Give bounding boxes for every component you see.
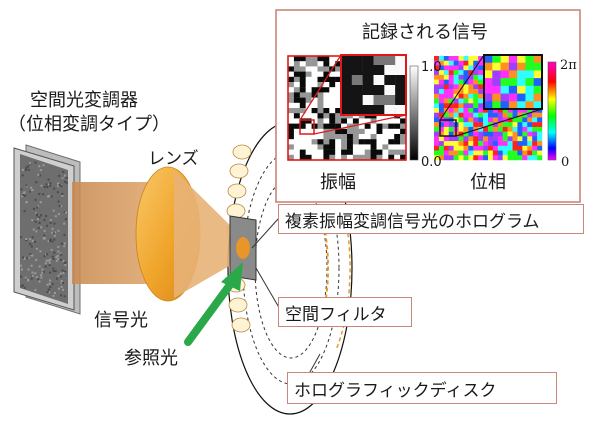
reference-beam-arrow bbox=[184, 262, 243, 346]
focused-beam bbox=[174, 170, 243, 298]
amplitude-pattern bbox=[287, 54, 419, 161]
phase-scale-max: 2π bbox=[560, 58, 577, 73]
spatial-light-modulator bbox=[13, 144, 81, 315]
hologram-callout: 複素振幅変調信号光のホログラム bbox=[278, 204, 584, 234]
spatial-filter-callout: 空間フィルタ bbox=[278, 297, 412, 327]
phase-colorbar bbox=[547, 61, 557, 161]
phase-scale-min: 0 bbox=[561, 155, 570, 170]
signal-beam-label: 信号光 bbox=[94, 310, 148, 331]
leader-hologram bbox=[251, 218, 279, 249]
phase-pattern bbox=[434, 54, 557, 161]
lens-label: レンズ bbox=[148, 149, 199, 169]
phase-label: 位相 bbox=[470, 172, 506, 193]
slm-label-line1: 空間光変調器 bbox=[30, 90, 138, 111]
disc-callout: ホログラフィックディスク bbox=[287, 372, 557, 404]
amplitude-label: 振幅 bbox=[320, 172, 356, 193]
amplitude-colorbar bbox=[409, 65, 419, 161]
inset-title: 記録される信号 bbox=[362, 22, 488, 43]
amplitude-scale-max: 1.0 bbox=[421, 60, 442, 75]
slm-label-line2: （位相変調タイプ） bbox=[8, 114, 170, 135]
leader-spatial-filter bbox=[255, 267, 282, 312]
amplitude-scale-min: 0.0 bbox=[421, 155, 442, 170]
reference-beam-label: 参照光 bbox=[124, 348, 178, 369]
spatial-filter bbox=[229, 215, 257, 281]
